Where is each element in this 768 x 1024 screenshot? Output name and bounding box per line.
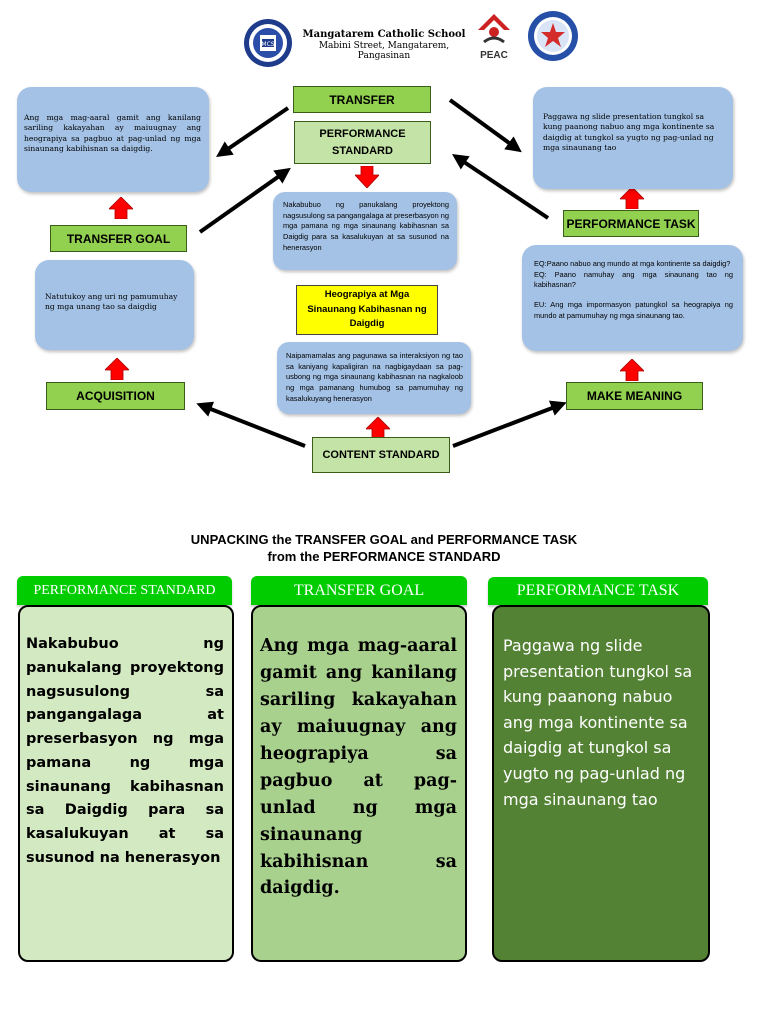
arrow-to-transfer-goal-box bbox=[216, 106, 290, 158]
section-title-line1: UNPACKING the TRANSFER GOAL and PERFORMA… bbox=[190, 532, 578, 547]
eq2-text: EQ: Paano namuhay ang mga sinaunang tao … bbox=[534, 269, 733, 290]
performance-standard-text: Nakabubuo ng panukalang proyektong nagsu… bbox=[283, 200, 450, 252]
acquisition-box: ACQUISITION bbox=[46, 382, 185, 410]
arrow-content-to-acquisition bbox=[196, 401, 306, 448]
transfer-goal-column-text: Ang mga mag-aaral gamit ang kanilang sar… bbox=[260, 636, 457, 899]
transfer-goal-text-box: Ang mga mag-aaral gamit ang kanilang sar… bbox=[17, 87, 209, 192]
transfer-box: TRANSFER bbox=[293, 86, 431, 113]
transfer-goal-column: Ang mga mag-aaral gamit ang kanilang sar… bbox=[251, 605, 467, 962]
performance-standard-box: PERFORMANCE STANDARD bbox=[294, 121, 431, 164]
column-heading-transfer-goal: TRANSFER GOAL bbox=[251, 576, 467, 605]
essential-questions-box: EQ:Paano nabuo ang mundo at mga kontinen… bbox=[522, 245, 743, 351]
section-title: UNPACKING the TRANSFER GOAL and PERFORMA… bbox=[0, 532, 768, 566]
transfer-goal-box: TRANSFER GOAL bbox=[50, 225, 187, 252]
content-standard-text: Naipamamalas ang pagunawa sa interaksiyo… bbox=[286, 351, 463, 403]
arrow-content-to-make-meaning bbox=[452, 400, 567, 448]
content-standard-text-box: Naipamamalas ang pagunawa sa interaksiyo… bbox=[277, 342, 471, 414]
red-up-arrow-icon bbox=[620, 187, 644, 209]
arrow-to-performance-task-box bbox=[448, 98, 522, 153]
school-name: Mangatarem Catholic School bbox=[302, 29, 466, 40]
red-up-arrow-icon bbox=[105, 358, 129, 380]
deped-seal bbox=[527, 10, 579, 62]
performance-task-text: Paggawa ng slide presentation tungkol sa… bbox=[543, 112, 715, 152]
school-address: Mabini Street, Mangatarem, Pangasinan bbox=[318, 41, 450, 61]
red-up-arrow-icon bbox=[109, 197, 133, 219]
content-standard-box: CONTENT STANDARD bbox=[312, 437, 450, 473]
svg-text:MCS: MCS bbox=[261, 41, 274, 48]
section-title-line2: from the PERFORMANCE STANDARD bbox=[267, 548, 501, 564]
arrow-performance-task-to-standard bbox=[452, 154, 550, 220]
performance-standard-text-box: Nakabubuo ng panukalang proyektong nagsu… bbox=[273, 192, 457, 270]
peac-label: PEAC bbox=[480, 50, 508, 61]
eq1-text: EQ:Paano nabuo ang mundo at mga kontinen… bbox=[534, 259, 731, 268]
topic-box: Heograpiya at Mga Sinaunang Kabihasnan n… bbox=[296, 285, 438, 335]
acquisition-text: Natutukoy ang uri ng pamumuhay ng mga un… bbox=[45, 292, 178, 312]
peac-logo bbox=[476, 12, 512, 48]
acquisition-text-box: Natutukoy ang uri ng pamumuhay ng mga un… bbox=[35, 260, 194, 350]
performance-task-text-box: Paggawa ng slide presentation tungkol sa… bbox=[533, 87, 733, 189]
performance-standard-column: Nakabubuo ng panukalang proyektong nagsu… bbox=[18, 605, 234, 962]
red-up-arrow-icon bbox=[620, 359, 644, 381]
eu-text: EU: Ang mga impormasyon patungkol sa heo… bbox=[534, 300, 733, 320]
arrow-transfer-goal-to-standard bbox=[198, 167, 291, 234]
make-meaning-box: MAKE MEANING bbox=[566, 382, 703, 410]
diagram-arrows bbox=[196, 98, 567, 448]
performance-standard-column-text: Nakabubuo ng panukalang proyektong nagsu… bbox=[26, 636, 224, 866]
performance-task-box: PERFORMANCE TASK bbox=[563, 210, 699, 237]
transfer-goal-text: Ang mga mag-aaral gamit ang kanilang sar… bbox=[24, 113, 201, 153]
red-up-arrow-icon bbox=[366, 417, 390, 439]
column-heading-performance-task: PERFORMANCE TASK bbox=[488, 577, 708, 605]
school-logo: MCS bbox=[243, 18, 293, 68]
performance-task-column-text: Paggawa ng slide presentation tungkol sa… bbox=[503, 636, 693, 809]
red-down-arrow-icon bbox=[355, 166, 379, 188]
column-heading-performance-standard: PERFORMANCE STANDARD bbox=[17, 576, 232, 605]
performance-task-column: Paggawa ng slide presentation tungkol sa… bbox=[492, 605, 710, 962]
